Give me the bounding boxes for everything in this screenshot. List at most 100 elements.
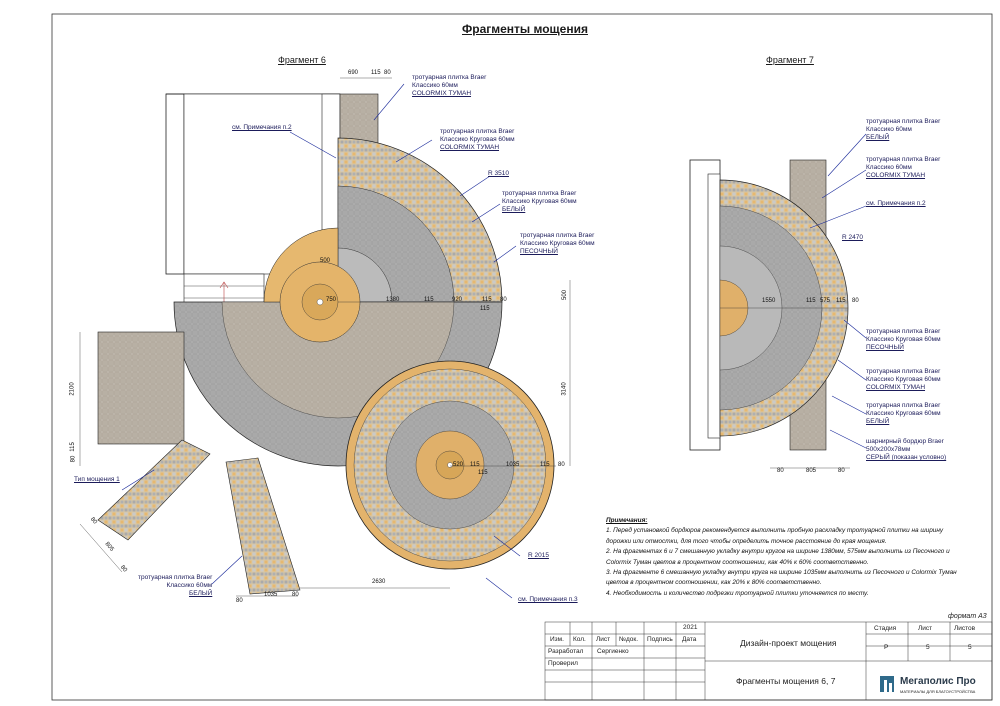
f6-note-ref-3: см. Примечания п.3 xyxy=(518,596,578,603)
dim: 575 xyxy=(820,298,831,304)
note-item: 3. На фрагменте 6 смешанную укладку внут… xyxy=(606,569,957,587)
f6-radius-1: R 3510 xyxy=(488,170,509,177)
stamp-header-doc: №док. xyxy=(619,636,639,643)
dim: 115 xyxy=(806,298,816,304)
f6-label-4-line-3: ПЕСОЧНЫЙ xyxy=(520,248,558,255)
dim: 690 xyxy=(348,70,359,76)
dim: 115 xyxy=(836,298,846,304)
logo-mark xyxy=(880,676,894,692)
dim: 805 xyxy=(806,468,817,474)
f7-label-2: тротуарная плитка Braer Классико 60мм CO… xyxy=(866,156,940,180)
f6-label-1-line-1: тротуарная плитка Braer xyxy=(412,74,487,81)
stamp-year: 2021 xyxy=(683,624,698,631)
f7-label-3-line-3: ПЕСОЧНЫЙ xyxy=(866,344,904,351)
page-title: Фрагменты мощения xyxy=(462,22,588,36)
dim: 115 xyxy=(540,462,550,468)
f7-label-3-line-2: Классико Круговая 60мм xyxy=(866,336,941,343)
f6-label-2-line-3: COLORMIX ТУМАН xyxy=(440,144,500,151)
f7-label-6-line-3: СЕРЫЙ (показан условно) xyxy=(866,454,947,461)
f7-label-4-line-3: COLORMIX ТУМАН xyxy=(866,384,926,391)
dim: 520 xyxy=(453,462,464,468)
f6-label-4: тротуарная плитка Braer Классико Кругова… xyxy=(520,232,595,256)
f6-label-5-line-3: БЕЛЫЙ xyxy=(188,590,213,597)
f6-label-2-line-2: Классико Круговая 60мм xyxy=(440,136,515,143)
fragment-6-heading: Фрагмент 6 xyxy=(278,55,326,65)
company-name: Мегаполис Про xyxy=(900,676,976,687)
f6-label-1: тротуарная плитка Braer Классико 60мм CO… xyxy=(412,74,486,98)
f6-radius-2: R 2015 xyxy=(528,552,549,559)
dim: 80 xyxy=(838,468,845,474)
f7-label-6-line-2: 500х200х78мм xyxy=(866,446,911,453)
stamp-sheet-title: Фрагменты мощения 6, 7 xyxy=(736,676,836,686)
f6-label-5: тротуарная плитка Braer Классико 60мм БЕ… xyxy=(138,574,212,598)
title-block xyxy=(544,621,993,701)
stamp-stage-header: Стадия xyxy=(874,625,897,632)
dim: 2100 xyxy=(69,382,76,396)
dim: 1380 xyxy=(386,297,400,303)
f6-label-4-line-1: тротуарная плитка Braer xyxy=(520,232,595,239)
dim: 115 xyxy=(69,442,76,452)
dim: 3140 xyxy=(561,382,568,396)
f6-label-1-line-3: COLORMIX ТУМАН xyxy=(412,90,472,97)
f7-label-2-line-1: тротуарная плитка Braer xyxy=(866,156,941,163)
f6-label-5-line-1: тротуарная плитка Braer xyxy=(138,574,213,581)
f6-label-2-line-1: тротуарная плитка Braer xyxy=(440,128,515,135)
note-item: 1. Перед установкой бордюров рекомендует… xyxy=(606,527,944,545)
f7-label-3-line-1: тротуарная плитка Braer xyxy=(866,328,941,335)
f6-label-2: тротуарная плитка Braer Классико Кругова… xyxy=(440,128,515,152)
dim: 2630 xyxy=(372,579,386,585)
stamp-header-sign: Подпись xyxy=(647,636,673,643)
fragment-7-drawing xyxy=(689,133,867,469)
dim: 115 xyxy=(424,297,434,303)
dim: 1550 xyxy=(762,298,776,304)
f7-label-6: шарнирный бордюр Braer 500х200х78мм СЕРЫ… xyxy=(866,438,946,462)
dim: 80 xyxy=(558,462,565,468)
dim: 80 xyxy=(384,70,391,76)
f7-label-4-line-1: тротуарная плитка Braer xyxy=(866,368,941,375)
notes-title: Примечания: xyxy=(606,517,648,524)
dim: 115 xyxy=(371,70,381,76)
stamp-sheets: 5 xyxy=(968,644,972,651)
f7-label-6-line-1: шарнирный бордюр Braer xyxy=(866,438,944,445)
stamp-sheet-header: Лист xyxy=(918,625,933,632)
f7-label-5-line-2: Классико Круговая 60мм xyxy=(866,410,941,417)
note-item: 4. Необходимость и количество подрезки т… xyxy=(606,589,869,597)
f6-label-3-line-3: БЕЛЫЙ xyxy=(502,206,526,213)
f7-label-2-line-3: COLORMIX ТУМАН xyxy=(866,172,926,179)
stamp-header-kol: Кол. xyxy=(573,636,586,643)
dim: 920 xyxy=(452,297,463,303)
company-subtitle: МАТЕРИАЛЫ ДЛЯ БЛАГОУСТРОЙСТВА xyxy=(900,689,976,694)
f6-paving-type: Тип мощения 1 xyxy=(74,476,120,483)
f7-label-3: тротуарная плитка Braer Классико Кругова… xyxy=(866,328,941,352)
dim: 750 xyxy=(326,297,337,303)
f7-label-4: тротуарная плитка Braer Классико Кругова… xyxy=(866,368,941,392)
f6-label-5-line-2: Классико 60мм xyxy=(166,582,213,589)
stamp-header-date: Дата xyxy=(682,636,697,643)
dim: 500 xyxy=(562,289,569,301)
stamp-sheet: 5 xyxy=(926,644,930,651)
dim: 500 xyxy=(320,258,331,264)
sheet-format: формат А3 xyxy=(948,613,987,620)
notes-block: Примечания: 1. Перед установкой бордюров… xyxy=(606,516,966,599)
stamp-developed-label: Разработал xyxy=(548,648,584,655)
f7-label-2-line-2: Классико 60мм xyxy=(866,164,912,171)
dim: 1035 xyxy=(264,592,278,598)
f6-label-1-line-2: Классико 60мм xyxy=(412,82,458,89)
f6-label-3-line-2: Классико Круговая 60мм xyxy=(502,198,577,205)
stamp-developer: Сергиенко xyxy=(597,648,629,655)
dim: 115 xyxy=(480,306,490,312)
stamp-project: Дизайн-проект мощения xyxy=(740,638,837,648)
f6-note-ref-2: см. Примечания п.2 xyxy=(232,124,292,131)
f7-label-5-line-3: БЕЛЫЙ xyxy=(866,418,890,425)
f6-label-3-line-1: тротуарная плитка Braer xyxy=(502,190,577,197)
f7-note-ref-2: см. Примечания п.2 xyxy=(866,200,926,207)
f7-label-5: тротуарная плитка Braer Классико Кругова… xyxy=(866,402,941,426)
stamp-checked-label: Проверил xyxy=(548,660,578,667)
dim: 80 xyxy=(500,297,507,303)
dim: 115 xyxy=(482,297,492,303)
f7-label-4-line-2: Классико Круговая 60мм xyxy=(866,376,941,383)
f6-label-4-line-2: Классико Круговая 60мм xyxy=(520,240,595,247)
f6-label-3: тротуарная плитка Braer Классико Кругова… xyxy=(502,190,577,214)
dim: 115 xyxy=(478,470,488,476)
